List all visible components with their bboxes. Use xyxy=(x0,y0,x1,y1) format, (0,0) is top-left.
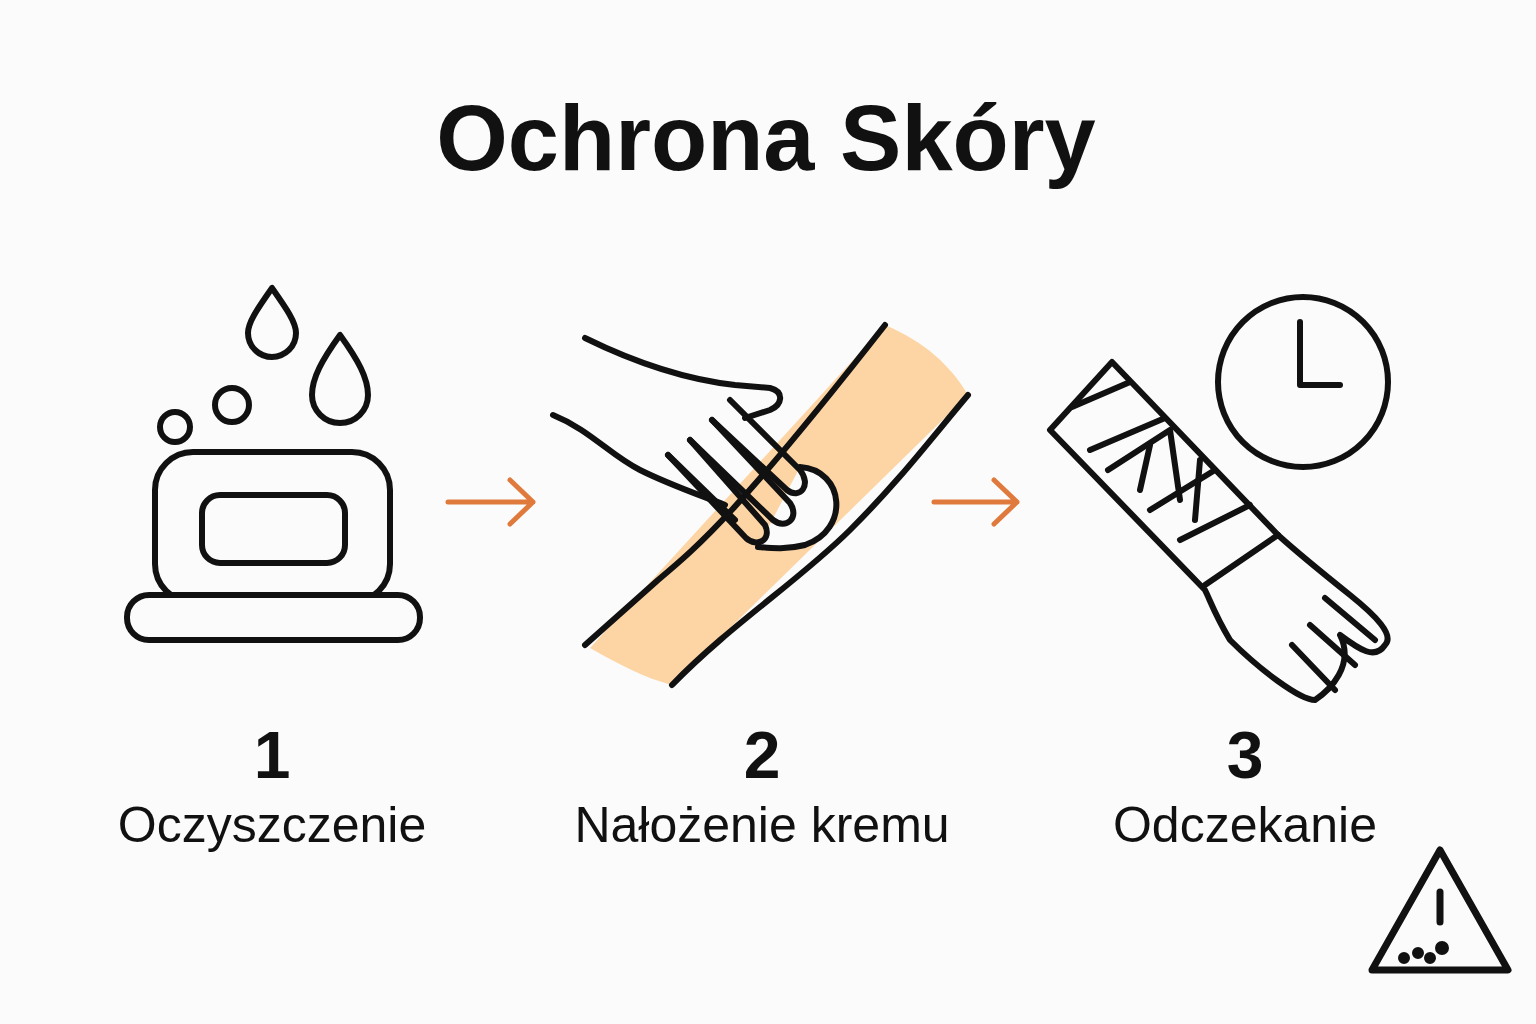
step-label: Odczekanie xyxy=(1113,800,1377,850)
cream-arm-icon xyxy=(553,325,968,685)
step-number: 1 xyxy=(254,722,291,788)
title: Ochrona Skóry xyxy=(436,92,1096,184)
soap-icon xyxy=(127,288,420,640)
bandage-arm-icon xyxy=(1050,297,1388,700)
warning-icon xyxy=(1372,850,1508,970)
step-label: Oczyszczenie xyxy=(118,800,426,850)
step-label: Nałożenie kremu xyxy=(574,800,949,850)
step-number: 2 xyxy=(744,722,781,788)
step-number: 3 xyxy=(1227,722,1264,788)
